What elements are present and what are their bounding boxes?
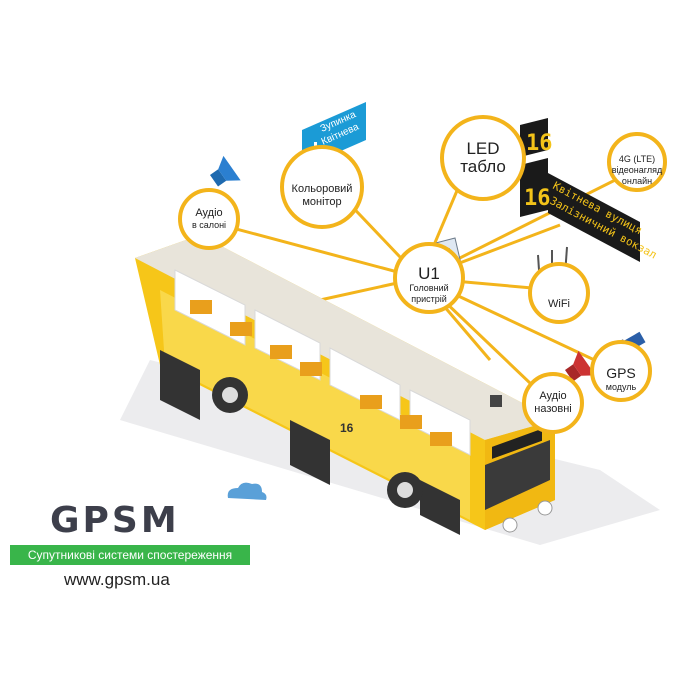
node-camera: 4G (LTE) відеонагляд онлайн [607, 132, 667, 192]
gps-line-2: модуль [605, 381, 637, 392]
node-main-device: U1 Головний пристрій [393, 242, 465, 314]
audio-outside-line-1: Аудіо [539, 390, 567, 402]
camera-line-2: відеонагляд [611, 164, 663, 175]
bus-route-number: 16 [340, 421, 354, 435]
outside-speaker-device [490, 395, 502, 407]
node-led-board: LED табло [440, 115, 526, 201]
brand-tagline: Супутникові системи спостереження [10, 545, 250, 565]
camera-line-3: онлайн [621, 175, 653, 186]
bus [135, 235, 555, 535]
led-board-line-2: табло [460, 157, 506, 176]
node-audio-outside: Аудіо назовні [522, 372, 584, 434]
color-monitor-line-2: монітор [302, 196, 342, 208]
led-display [520, 118, 640, 262]
hub-subtitle-2: пристрій [411, 294, 447, 304]
audio-outside-line-2: назовні [534, 403, 572, 415]
hub-subtitle-1: Головний [409, 283, 449, 293]
wifi-label: WiFi [548, 297, 570, 310]
led-route-number: 16 [526, 131, 553, 156]
brand-logo: GPSM [50, 500, 180, 541]
cloud-icon [227, 482, 267, 500]
hub-title: U1 [418, 264, 440, 283]
led-route-number-2: 16 [524, 186, 551, 211]
color-monitor-line-1: Кольоровий [291, 183, 353, 195]
audio-inside-line-1: Аудіо [195, 207, 223, 219]
gps-line-1: GPS [606, 364, 636, 381]
node-audio-inside: Аудіо в салоні [178, 188, 240, 250]
speaker-icon [210, 155, 241, 187]
audio-inside-line-2: в салоні [191, 220, 227, 230]
brand-url[interactable]: www.gpsm.ua [64, 570, 170, 589]
led-board-line-1: LED [466, 139, 500, 158]
node-color-monitor: Кольоровий монітор [280, 145, 364, 229]
node-gps: GPS модуль [590, 340, 652, 402]
camera-line-1: 4G (LTE) [618, 153, 656, 164]
node-wifi: WiFi [528, 262, 590, 324]
